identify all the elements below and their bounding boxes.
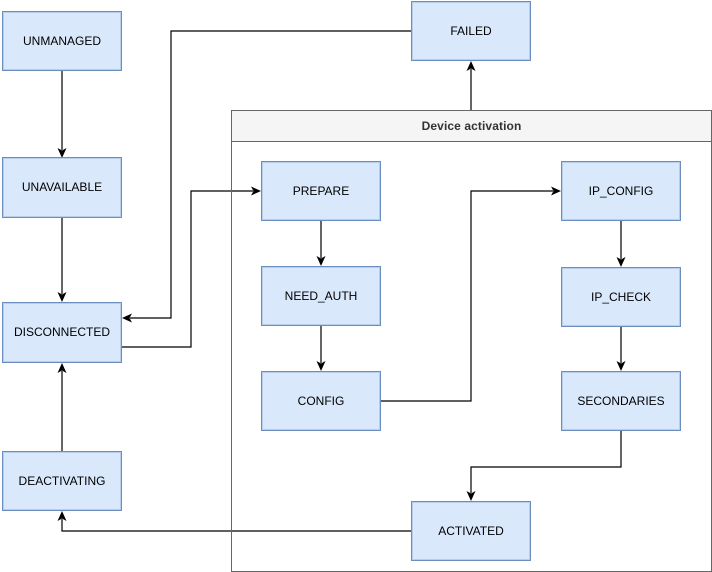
edge-ip-config-to-ip-check xyxy=(616,221,626,267)
node-unmanaged[interactable]: UNMANAGED xyxy=(2,11,122,71)
edge-config-to-ip-config xyxy=(381,186,561,402)
node-label-prepare: PREPARE xyxy=(292,183,350,198)
node-failed[interactable]: FAILED xyxy=(411,1,531,61)
edge-need-auth-to-config xyxy=(316,326,326,371)
node-unavailable[interactable]: UNAVAILABLE xyxy=(2,157,122,218)
node-config[interactable]: CONFIG xyxy=(261,371,381,431)
node-label-deactivating: DEACTIVATING xyxy=(18,473,106,488)
edge-prepare-to-need-auth xyxy=(316,221,326,266)
node-prepare[interactable]: PREPARE xyxy=(261,161,381,221)
group-title-device-activation: Device activation xyxy=(232,111,711,142)
edge-activation-to-failed xyxy=(466,61,476,110)
node-label-failed: FAILED xyxy=(450,23,492,38)
node-disconnected[interactable]: DISCONNECTED xyxy=(2,302,122,363)
node-label-config: CONFIG xyxy=(297,393,345,408)
node-deactivating[interactable]: DEACTIVATING xyxy=(2,451,122,511)
edge-ip-check-to-secondaries xyxy=(616,327,626,371)
edge-secondaries-to-activated xyxy=(466,431,622,501)
node-label-ip-check: IP_CHECK xyxy=(590,289,652,304)
node-need-auth[interactable]: NEED_AUTH xyxy=(261,266,381,326)
node-ip-check[interactable]: IP_CHECK xyxy=(561,267,681,327)
node-activated[interactable]: ACTIVATED xyxy=(411,501,531,561)
edge-deactivating-to-disconnected xyxy=(57,363,67,451)
node-label-disconnected: DISCONNECTED xyxy=(13,325,110,340)
node-label-ip-config: IP_CONFIG xyxy=(588,183,654,198)
edge-failed-to-disconnected xyxy=(122,30,411,323)
edge-activated-to-deactivating xyxy=(57,511,411,532)
node-ip-config[interactable]: IP_CONFIG xyxy=(561,161,681,221)
edge-unavailable-to-disconnected xyxy=(57,218,67,302)
edge-disconnected-to-prepare xyxy=(122,186,261,348)
node-label-secondaries: SECONDARIES xyxy=(577,393,665,408)
node-label-activated: ACTIVATED xyxy=(438,523,504,538)
node-label-unmanaged: UNMANAGED xyxy=(22,33,101,48)
node-secondaries[interactable]: SECONDARIES xyxy=(561,371,681,431)
edge-unmanaged-to-unavailable xyxy=(57,71,67,158)
node-label-unavailable: UNAVAILABLE xyxy=(21,180,103,195)
node-label-need-auth: NEED_AUTH xyxy=(284,288,358,303)
